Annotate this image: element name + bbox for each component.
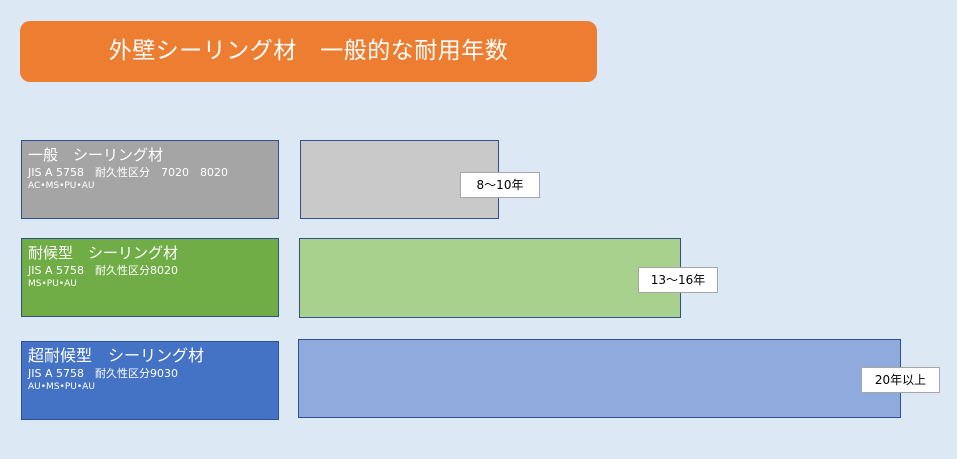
jis-standard-text: JIS A 5758 耐久性区分9030 [28, 367, 178, 380]
durability-bar [299, 238, 681, 318]
durability-value-label: 20年以上 [861, 367, 940, 393]
jis-standard-text: JIS A 5758 耐久性区分 7020 8020 [28, 166, 228, 179]
sealant-types-text: AC•MS•PU•AU [28, 181, 95, 191]
sealant-types-text: MS•PU•AU [28, 279, 77, 289]
durability-bar [298, 339, 901, 418]
category-title: 一般 シーリング材 [28, 146, 164, 164]
page-title: 外壁シーリング材 一般的な耐用年数 [20, 21, 597, 82]
durability-value-label: 8～10年 [460, 172, 540, 198]
category-title: 超耐候型 シーリング材 [28, 346, 205, 365]
sealant-types-text: AU•MS•PU•AU [28, 382, 95, 392]
jis-standard-text: JIS A 5758 耐久性区分8020 [28, 264, 178, 277]
durability-value-label: 13～16年 [638, 267, 718, 293]
category-title: 耐候型 シーリング材 [28, 244, 179, 262]
